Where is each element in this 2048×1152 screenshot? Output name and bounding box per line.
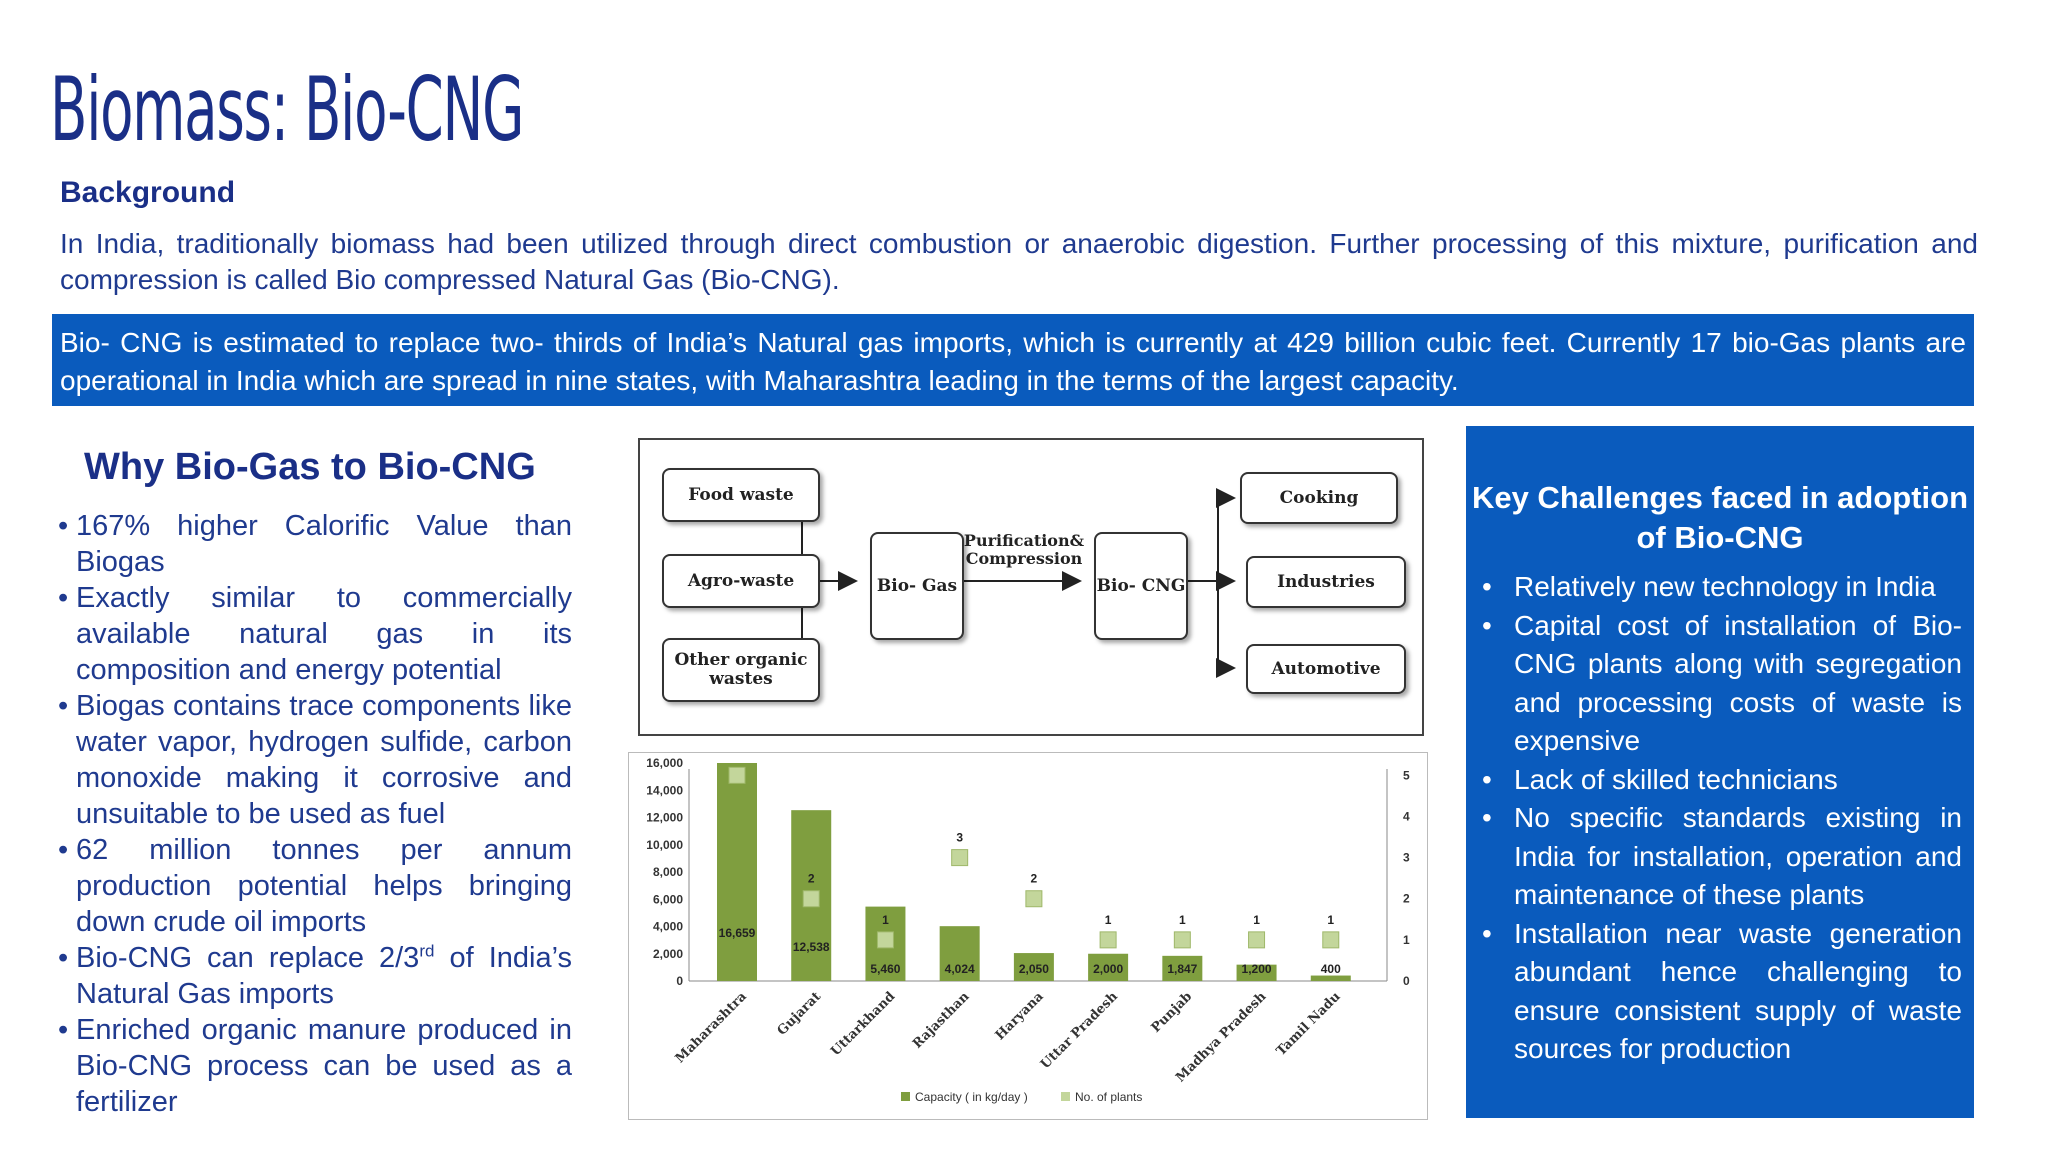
flow-node-agro-waste: Agro-waste [662,554,820,608]
flow-node-automotive: Automotive [1246,644,1406,694]
why-list: 167% higher Calorific Value than Biogas … [58,508,572,1120]
x-tick-label: Uttarkhand [828,989,898,1059]
background-heading: Background [60,176,236,209]
x-tick-label: Punjab [1149,989,1196,1036]
chart-marker-label: 3 [956,831,963,845]
y-left-tick-label: 16,000 [646,756,683,770]
why-item: Exactly similar to commercially availabl… [58,580,572,688]
challenge-item: Installation near waste generation abund… [1476,915,1962,1069]
x-tick-label: Uttar Pradesh [1038,989,1121,1072]
chart-marker [1322,931,1340,949]
highlight-banner: Bio- CNG is estimated to replace two- th… [52,314,1974,406]
chart-marker [876,931,894,949]
y-right-tick-label: 4 [1403,809,1410,823]
chart-marker-label: 1 [1327,913,1334,927]
y-left-tick-label: 4,000 [653,920,683,934]
chart-marker [1025,890,1043,908]
chart-marker-label: 1 [1179,913,1186,927]
chart-data-label: 5,460 [870,962,900,976]
chart-marker [1173,931,1191,949]
y-left-tick-label: 0 [676,974,683,988]
y-left-tick-label: 12,000 [646,811,683,825]
chart-data-label: 1,200 [1242,962,1272,976]
background-text: In India, traditionally biomass had been… [60,228,1978,295]
x-tick-label: Tamil Nadu [1274,989,1344,1059]
chart-bar [1162,955,1203,981]
why-item-text: of India’s Natural Gas imports [76,942,572,1010]
y-left-tick-label: 8,000 [653,865,683,879]
chart-marker [802,890,820,908]
x-tick-label: Gujarat [775,989,824,1038]
y-right-tick-label: 5 [1403,768,1410,782]
flow-node-food-waste: Food waste [662,468,820,522]
why-item: Biogas contains trace components like wa… [58,688,572,832]
x-tick-label: Maharashtra [673,989,750,1066]
chart-data-label: 12,538 [793,940,830,954]
y-right-tick-label: 2 [1403,892,1410,906]
chart-bar [1013,953,1054,981]
y-left-tick-label: 14,000 [646,783,683,797]
chart-bar [1236,964,1277,981]
capacity-chart-svg: 02,0004,0006,0008,00010,00012,00014,0001… [646,756,1410,1104]
y-left-tick-label: 6,000 [653,892,683,906]
x-tick-label: Rajasthan [910,989,973,1052]
chart-marker-label: 2 [808,872,815,886]
chart-data-label: 2,050 [1019,962,1049,976]
y-right-tick-label: 1 [1403,933,1410,947]
legend-swatch-plants [1061,1092,1070,1101]
flow-label-purification: Purification& Compression [963,531,1085,568]
chart-marker-label: 2 [1031,872,1038,886]
chart-bar [1310,975,1351,981]
why-item: 62 million tonnes per annum production p… [58,832,572,940]
chart-marker [951,849,969,867]
flow-node-biocng: Bio- CNG [1094,532,1188,640]
legend-label-capacity: Capacity ( in kg/day ) [915,1090,1028,1104]
page-title: Biomass: Bio-CNG [50,58,524,161]
legend-swatch-capacity [901,1092,910,1101]
key-challenges-panel: Key Challenges faced in adoption of Bio-… [1466,426,1974,1118]
why-item-text: Bio-CNG can replace 2/3 [76,942,420,974]
why-item: 167% higher Calorific Value than Biogas [58,508,572,580]
chart-marker-label: 1 [1105,913,1112,927]
flow-node-biogas: Bio- Gas [870,532,964,640]
challenge-item: Relatively new technology in India [1476,568,1962,607]
chart-marker-label: 1 [1253,913,1260,927]
why-heading: Why Bio-Gas to Bio-CNG [84,446,536,488]
flow-node-cooking: Cooking [1240,472,1398,524]
challenge-item: Lack of skilled technicians [1476,761,1962,800]
y-right-tick-label: 0 [1403,974,1410,988]
y-left-tick-label: 2,000 [653,947,683,961]
flow-node-other-organic-wastes: Other organic wastes [662,638,820,702]
chart-bar [717,763,757,981]
chart-marker [728,766,746,784]
chart-marker [1099,931,1117,949]
challenges-heading: Key Challenges faced in adoption of Bio-… [1471,480,1969,555]
chart-bar [939,926,980,981]
chart-data-label: 400 [1321,962,1341,976]
legend-label-plants: No. of plants [1075,1090,1142,1104]
challenge-item: No specific standards existing in India … [1476,799,1962,915]
flow-node-industries: Industries [1246,556,1406,608]
why-item: Enriched organic manure produced in Bio-… [58,1012,572,1120]
chart-marker-label: 1 [882,913,889,927]
y-left-tick-label: 10,000 [646,838,683,852]
process-flow-diagram: Food waste Agro-waste Other organic wast… [638,438,1424,736]
chart-data-label: 16,659 [719,926,756,940]
chart-data-label: 2,000 [1093,962,1123,976]
x-tick-label: Haryana [993,989,1047,1043]
why-item-superscript: rd [419,941,435,961]
chart-data-label: 4,024 [945,962,975,976]
challenge-item: Capital cost of installation of Bio-CNG … [1476,607,1962,761]
chart-marker [1248,931,1266,949]
y-right-tick-label: 3 [1403,851,1410,865]
challenges-list: Relatively new technology in India Capit… [1476,568,1962,1069]
chart-bar [1088,953,1129,981]
chart-data-label: 1,847 [1167,962,1197,976]
why-item: Bio-CNG can replace 2/3rd of India’s Nat… [58,940,572,1012]
